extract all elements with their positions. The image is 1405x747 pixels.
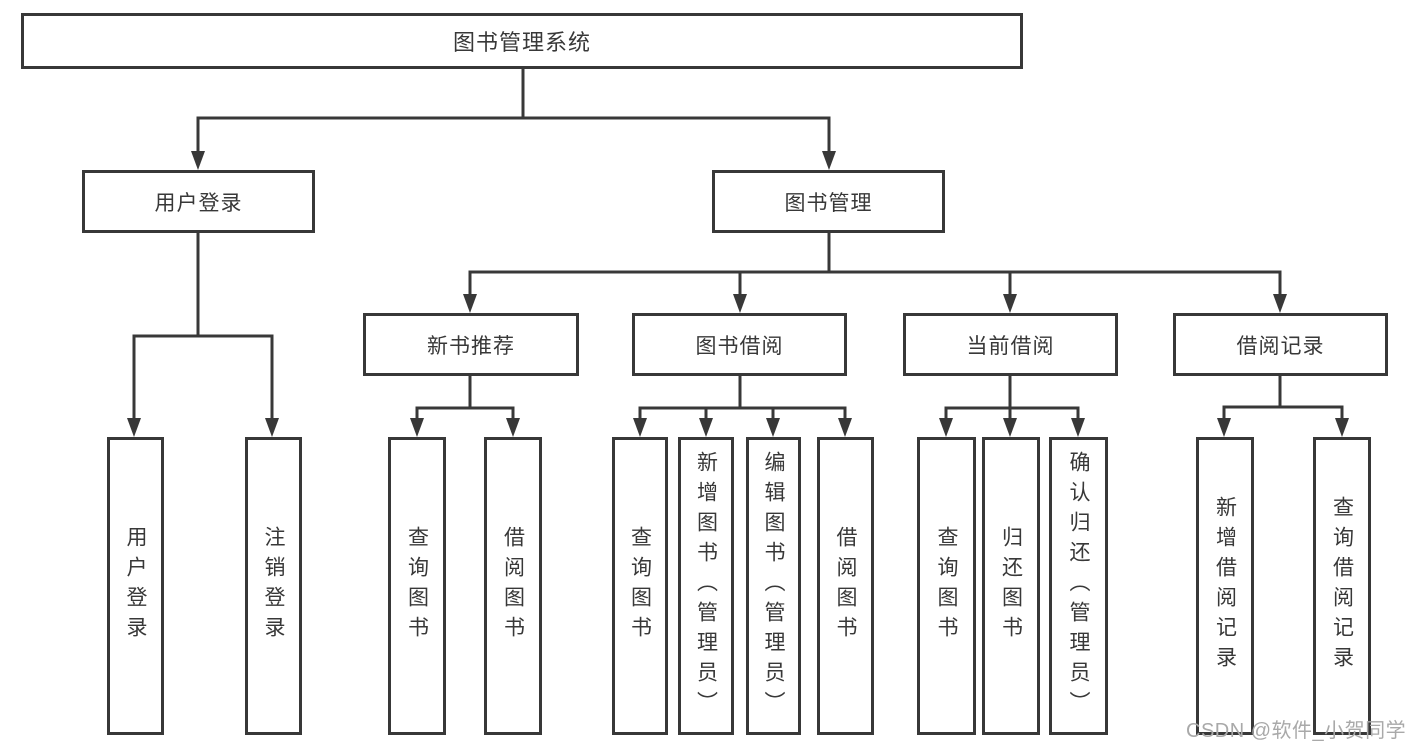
node-label: 归还图书 <box>999 526 1023 646</box>
node-label: 查询图书 <box>935 526 958 646</box>
node-label: 新书推荐 <box>427 334 515 358</box>
node-label: 用户登录 <box>154 191 243 215</box>
leaf-query-books-current: 查询图书 <box>917 437 976 735</box>
leaf-edit-book-admin: 编辑图书（管理员） <box>746 437 801 735</box>
arrowheads <box>127 151 1349 437</box>
leaf-confirm-return-admin: 确认归还（管理员） <box>1049 437 1108 735</box>
node-label: 查询借阅记录 <box>1330 496 1354 676</box>
node-book-management: 图书管理 <box>712 170 945 233</box>
node-label: 注销登录 <box>262 526 285 646</box>
node-borrowing-records: 借阅记录 <box>1173 313 1388 376</box>
leaf-add-book-admin: 新增图书（管理员） <box>678 437 734 735</box>
node-label: 图书管理 <box>784 191 873 215</box>
node-book-borrowing: 图书借阅 <box>632 313 847 376</box>
node-label: 确认归还（管理员） <box>1067 451 1090 721</box>
node-label: 借阅记录 <box>1236 334 1325 358</box>
leaf-query-books-borrow: 查询图书 <box>612 437 668 735</box>
watermark: CSDN @软件_小贺同学 <box>1186 720 1405 742</box>
leaf-query-books-recommend: 查询图书 <box>388 437 446 735</box>
node-label: 图书借阅 <box>695 334 784 358</box>
node-label: 借阅图书 <box>834 526 857 646</box>
node-label: 借阅图书 <box>501 526 525 646</box>
node-label: 查询图书 <box>405 526 429 646</box>
node-current-borrowing: 当前借阅 <box>903 313 1118 376</box>
leaf-query-borrow-record: 查询借阅记录 <box>1313 437 1371 735</box>
leaf-return-book: 归还图书 <box>982 437 1040 735</box>
node-label: 图书管理系统 <box>452 30 591 55</box>
node-label: 用户登录 <box>124 526 147 646</box>
leaf-borrow-books: 借阅图书 <box>817 437 874 735</box>
leaf-add-borrow-record: 新增借阅记录 <box>1196 437 1254 735</box>
node-label: 新增借阅记录 <box>1213 496 1237 676</box>
node-new-book-recommend: 新书推荐 <box>363 313 579 376</box>
node-label: 查询图书 <box>628 526 652 646</box>
node-label: 编辑图书（管理员） <box>762 451 785 721</box>
node-label: 新增图书（管理员） <box>694 451 718 721</box>
node-user-login: 用户登录 <box>82 170 315 233</box>
node-label: 当前借阅 <box>966 334 1055 358</box>
leaf-borrow-books-recommend: 借阅图书 <box>484 437 542 735</box>
leaf-user-login: 用户登录 <box>107 437 164 735</box>
node-library-management-system: 图书管理系统 <box>21 13 1023 69</box>
leaf-logout: 注销登录 <box>245 437 302 735</box>
